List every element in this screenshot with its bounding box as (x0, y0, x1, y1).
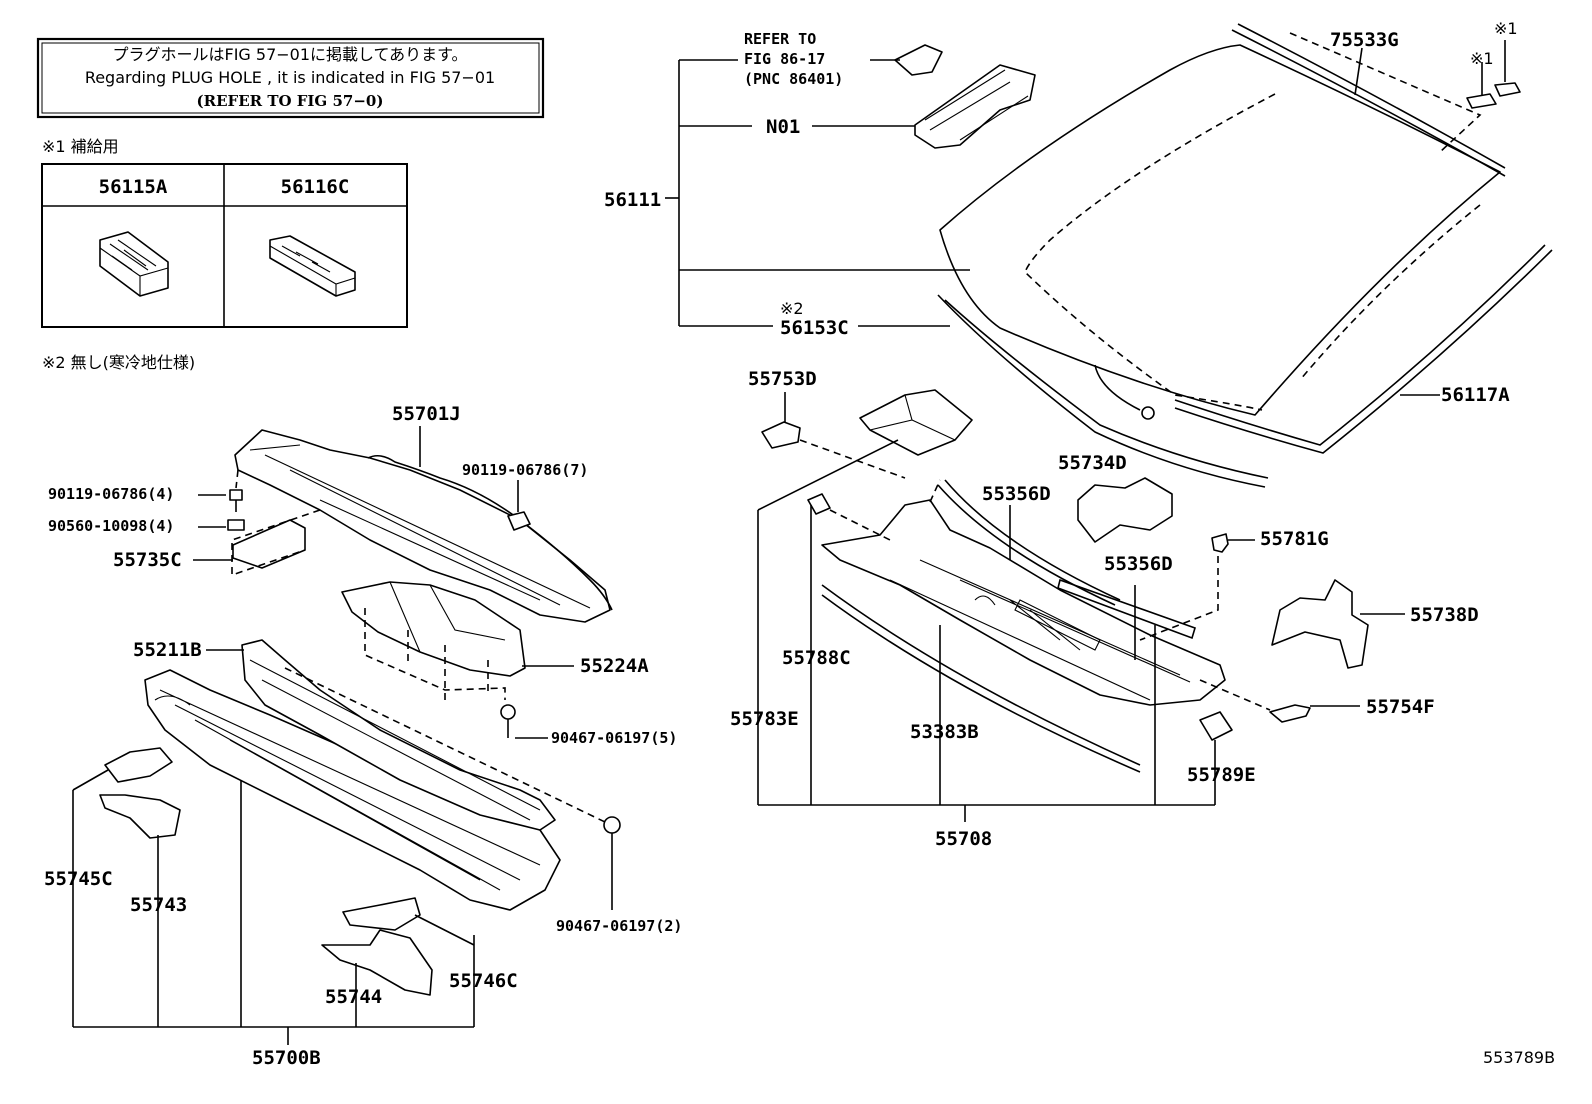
label-55746C: 55746C (449, 970, 518, 992)
note-line-en: Regarding PLUG HOLE , it is indicated in… (85, 68, 495, 87)
label-55738D: 55738D (1410, 604, 1479, 626)
label-N01: N01 (766, 116, 800, 138)
marker-supply-1: ※1 (1494, 19, 1518, 38)
label-55700B: 55700B (252, 1047, 321, 1069)
windshield-glass-group (894, 23, 1553, 488)
cowl-louver-group (761, 389, 1369, 773)
label-55781G: 55781G (1260, 528, 1329, 550)
dash-panel-leaders (72, 426, 613, 1045)
label-55701J: 55701J (392, 403, 461, 425)
label-55224A: 55224A (580, 655, 649, 677)
label-55211B: 55211B (133, 639, 202, 661)
label-56117A: 56117A (1441, 384, 1510, 406)
part-56116C-illustration (269, 235, 356, 297)
label-53383B: 53383B (910, 721, 979, 743)
windshield-leaders (665, 32, 1506, 396)
supply-parts-table: 56115A 56116C (41, 163, 408, 328)
note-line-ref: (REFER TO FIG 57−0) (197, 92, 384, 110)
plug-hole-note-box: プラグホールはFIG 57−01に掲載してあります。 Regarding PLU… (36, 37, 545, 119)
cowl-louver-leaders (757, 392, 1405, 822)
label-55356D-upper: 55356D (982, 483, 1051, 505)
label-55744: 55744 (325, 986, 382, 1008)
label-90119-06786-4: 90119-06786(4) (48, 485, 174, 503)
illustration-id: 553789B (1483, 1048, 1555, 1067)
refer-note: REFER TO FIG 86-17 (PNC 86401) (744, 30, 843, 88)
marker-supply-2: ※1 (1470, 49, 1494, 68)
label-90560-10098-4: 90560-10098(4) (48, 517, 174, 535)
label-55708: 55708 (935, 828, 992, 850)
supply-note: ※1 補給用 (42, 137, 119, 156)
table-header-56116C: 56116C (281, 176, 350, 198)
part-56115A-illustration (99, 231, 169, 297)
marker-cold-spec: ※2 (780, 299, 804, 318)
label-55745C: 55745C (44, 868, 113, 890)
dash-panel-group (99, 429, 621, 996)
table-header-56115A: 56115A (99, 176, 168, 198)
label-56111: 56111 (604, 189, 661, 211)
label-55734D: 55734D (1058, 452, 1127, 474)
note-line-jp: プラグホールはFIG 57−01に掲載してあります。 (113, 45, 468, 64)
refer-line-2: FIG 86-17 (744, 50, 825, 68)
label-55789E: 55789E (1187, 764, 1256, 786)
label-55783E: 55783E (730, 708, 799, 730)
label-55788C: 55788C (782, 647, 851, 669)
label-55356D-lower: 55356D (1104, 553, 1173, 575)
label-90467-06197-5: 90467-06197(5) (551, 729, 677, 747)
label-90119-06786-7: 90119-06786(7) (462, 461, 588, 479)
refer-line-1: REFER TO (744, 30, 816, 48)
cold-spec-note: ※2 無し(寒冷地仕様) (42, 353, 195, 372)
label-55743: 55743 (130, 894, 187, 916)
refer-line-3: (PNC 86401) (744, 70, 843, 88)
label-75533G: 75533G (1330, 29, 1399, 51)
label-90467-06197-2: 90467-06197(2) (556, 917, 682, 935)
label-55754F: 55754F (1366, 696, 1435, 718)
label-55753D: 55753D (748, 368, 817, 390)
label-56153C: 56153C (780, 317, 849, 339)
label-55735C: 55735C (113, 549, 182, 571)
